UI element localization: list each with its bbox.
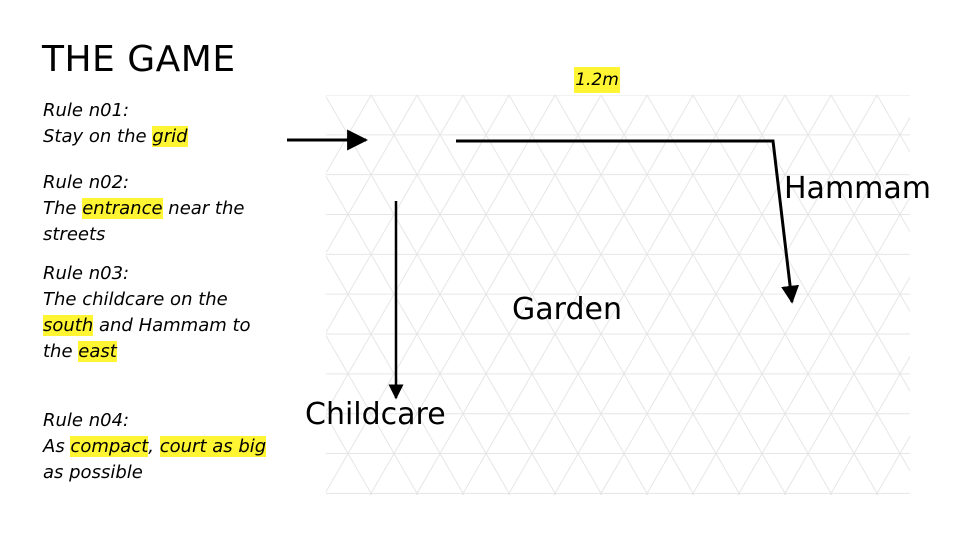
rule-2-heading: Rule n02: (43, 172, 130, 193)
rule-3-highlight: east (78, 341, 117, 362)
zone-label-garden: Garden (512, 292, 622, 327)
rule-3-part: The childcare on the (43, 289, 228, 310)
dimension-label: 1.2m (574, 67, 620, 93)
rule-4: Rule n04: As compact, court as big as po… (43, 408, 268, 486)
rule-1-heading: Rule n01: (43, 100, 130, 121)
zone-label-childcare: Childcare (305, 397, 446, 432)
rule-4-highlight: compact (70, 436, 149, 457)
rule-3-part: and Hammam to the (43, 315, 251, 362)
rule-2-text: The entrance near the streets (43, 196, 268, 248)
rule-2: Rule n02: The entrance near the streets (43, 170, 268, 248)
rule-3-highlight: south (43, 315, 94, 336)
rule-1-highlight: grid (152, 126, 188, 147)
rule-1: Rule n01: Stay on the grid (43, 98, 268, 150)
rule-4-part: as possible (43, 462, 143, 483)
rule-3: Rule n03: The childcare on the south and… (43, 261, 268, 365)
rule-2-part: near the streets (43, 198, 245, 245)
rule-4-text: As compact, court as big as possible (43, 434, 268, 486)
rule-3-heading: Rule n03: (43, 263, 130, 284)
rule-2-highlight: entrance (82, 198, 163, 219)
rule-4-highlight: court as big (159, 436, 267, 457)
rule-2-part: The (43, 198, 83, 219)
rule-4-part: , (148, 436, 160, 457)
rule-4-heading: Rule n04: (43, 410, 130, 431)
hammam-arrow (456, 139, 800, 304)
triangular-grid (326, 95, 910, 495)
rule-4-part: As (43, 436, 71, 457)
slide-title: THE GAME (42, 39, 236, 80)
zone-label-hammam: Hammam (784, 171, 931, 206)
rule-3-text: The childcare on the south and Hammam to… (43, 287, 268, 365)
rule-1-part: Stay on the (43, 126, 153, 147)
rule-1-text: Stay on the grid (43, 124, 268, 150)
